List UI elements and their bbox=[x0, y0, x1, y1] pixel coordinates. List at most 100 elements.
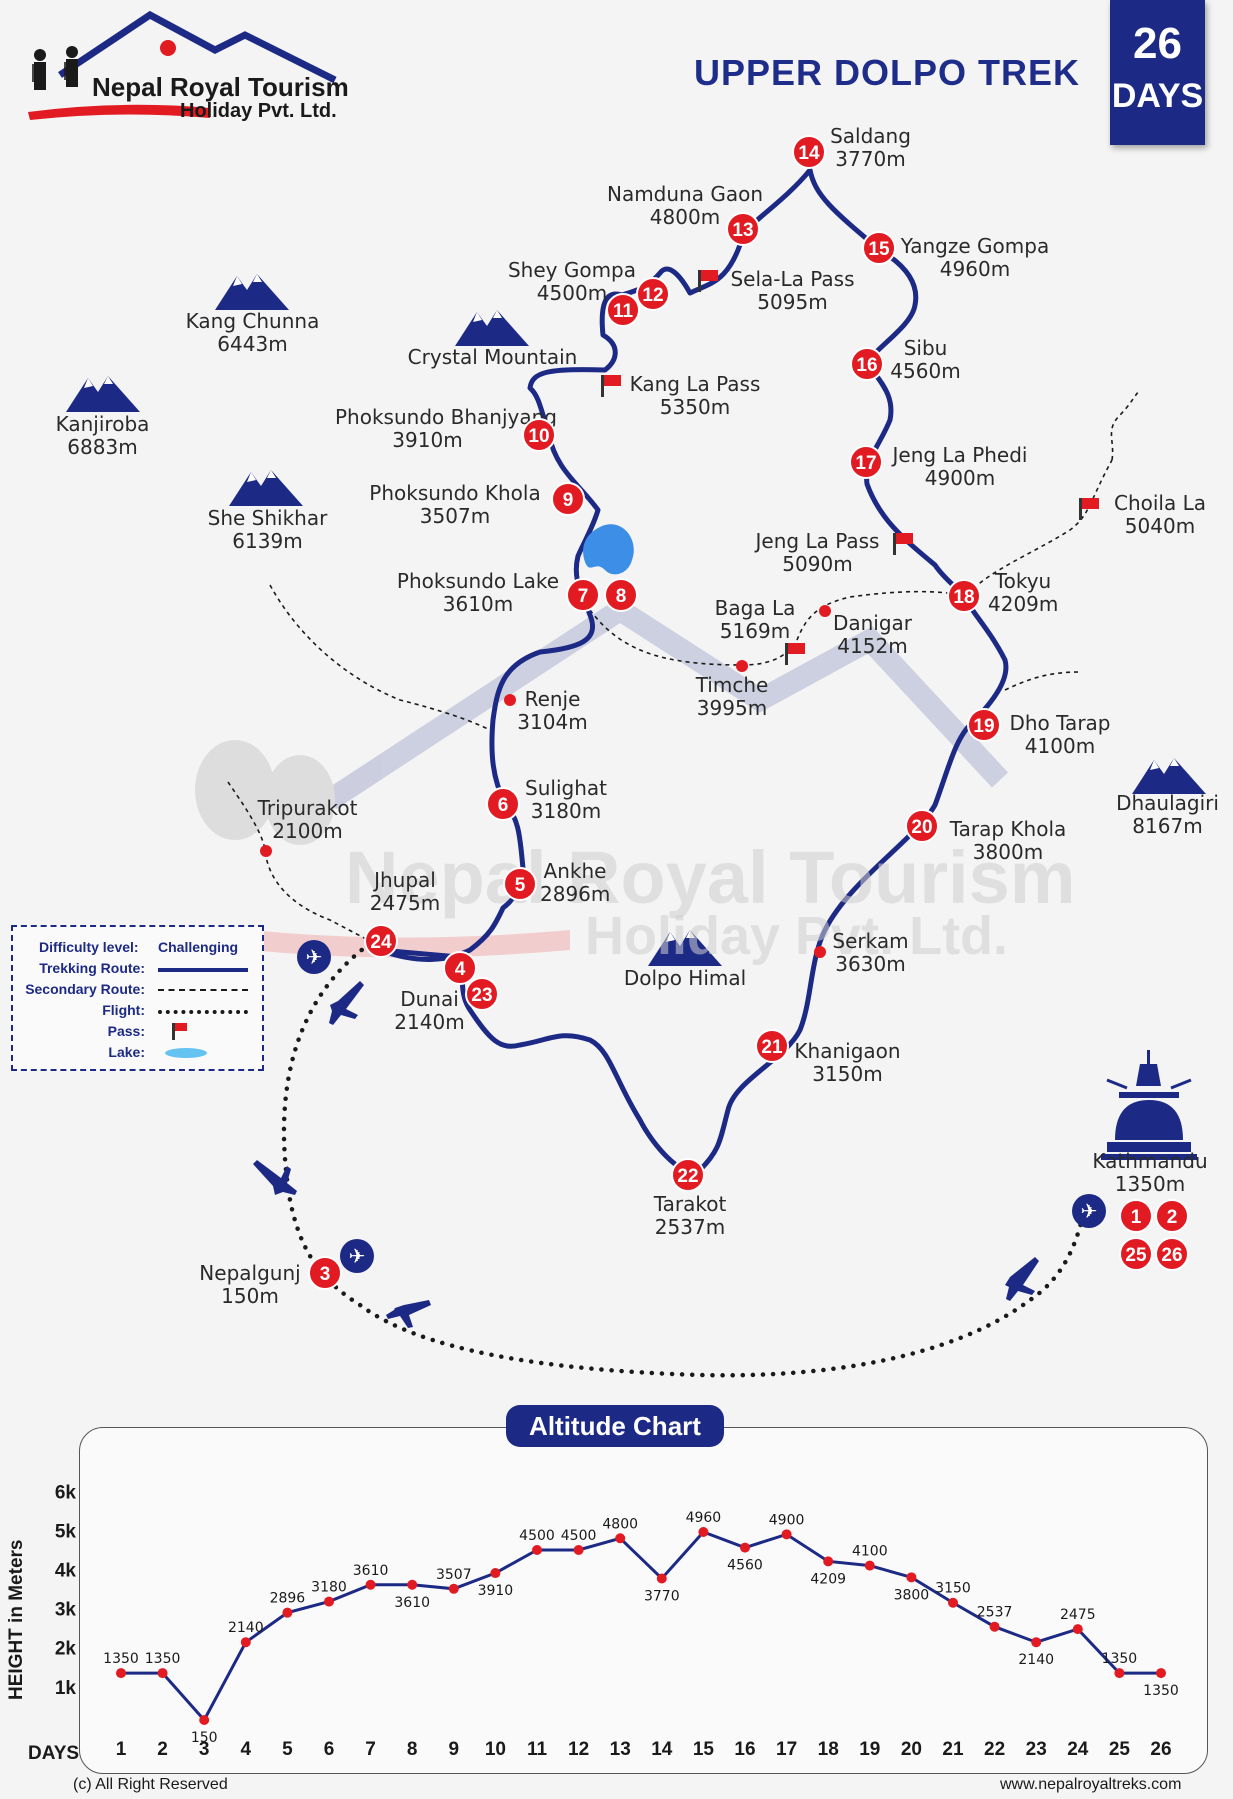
day-marker bbox=[364, 924, 398, 958]
altitude-point bbox=[282, 1607, 293, 1618]
mountain-icon bbox=[66, 376, 140, 412]
day-marker bbox=[606, 293, 640, 327]
altitude-data-label: 3610 bbox=[394, 1595, 430, 1611]
altitude-data-label: 1350 bbox=[1102, 1651, 1138, 1667]
x-tick-label: 1 bbox=[116, 1739, 127, 1760]
brand-name-line1: Nepal Royal Tourism bbox=[92, 72, 349, 102]
altitude-point bbox=[1156, 1668, 1166, 1679]
altitude-data-label: 4500 bbox=[561, 1528, 597, 1544]
day-marker bbox=[1119, 1237, 1153, 1271]
day-marker bbox=[604, 578, 638, 612]
altitude-line bbox=[121, 1530, 1161, 1723]
day-marker bbox=[566, 578, 600, 612]
altitude-point bbox=[407, 1579, 418, 1590]
day-marker bbox=[522, 418, 556, 452]
day-marker bbox=[671, 1158, 705, 1192]
legend-lake-swatch bbox=[165, 1048, 207, 1058]
day-marker bbox=[503, 867, 537, 901]
y-tick-label: 1k bbox=[55, 1678, 77, 1699]
day-marker bbox=[967, 708, 1001, 742]
legend-difficulty-label: Difficulty level: bbox=[39, 939, 139, 955]
day-marker-number: 21 bbox=[761, 1037, 783, 1058]
day-marker bbox=[1119, 1199, 1153, 1233]
altitude-data-label: 2140 bbox=[1018, 1652, 1054, 1668]
waypoint-dots bbox=[260, 605, 831, 958]
altitude-data-label: 1350 bbox=[103, 1651, 139, 1667]
mountain-icon bbox=[455, 310, 529, 346]
x-tick-label: 8 bbox=[407, 1739, 418, 1760]
day-marker-number: 20 bbox=[911, 817, 932, 838]
day-marker bbox=[636, 277, 670, 311]
altitude-point bbox=[573, 1544, 584, 1555]
altitude-point bbox=[116, 1668, 126, 1679]
x-tick-label: 22 bbox=[984, 1739, 1005, 1760]
x-tick-label: 18 bbox=[818, 1739, 839, 1760]
airport-icon bbox=[1072, 1194, 1106, 1228]
altitude-point bbox=[490, 1568, 501, 1579]
chart-xlabel: DAYS bbox=[28, 1743, 80, 1764]
day-marker bbox=[947, 579, 981, 613]
plane-icon bbox=[1005, 1257, 1039, 1301]
legend-pass-flag-icon bbox=[172, 1023, 175, 1040]
altitude-point bbox=[615, 1533, 626, 1544]
secondary-route-she-shikhar bbox=[269, 584, 491, 731]
footer-website[interactable]: www.nepalroyaltreks.com bbox=[1000, 1776, 1182, 1793]
svg-text:✈: ✈ bbox=[349, 1244, 366, 1268]
legend-trekking: Trekking Route: bbox=[39, 960, 145, 976]
altitude-data-label: 4500 bbox=[519, 1528, 555, 1544]
altitude-point bbox=[781, 1529, 792, 1540]
day-marker bbox=[443, 951, 477, 985]
plane-icon bbox=[386, 1300, 431, 1328]
x-tick-label: 21 bbox=[942, 1739, 964, 1760]
svg-text:✈: ✈ bbox=[306, 945, 323, 969]
altitude-data-label: 3910 bbox=[478, 1583, 514, 1599]
altitude-data-label: 2896 bbox=[270, 1591, 306, 1607]
altitude-data-label: 3800 bbox=[894, 1587, 930, 1603]
day-marker-number: 12 bbox=[642, 285, 663, 306]
day-marker-number: 25 bbox=[1125, 1245, 1147, 1266]
altitude-data-label: 2475 bbox=[1060, 1607, 1096, 1623]
altitude-point bbox=[740, 1542, 750, 1553]
day-marker-number: 3 bbox=[320, 1264, 331, 1285]
day-marker bbox=[1155, 1237, 1189, 1271]
day-marker-number: 19 bbox=[973, 716, 994, 737]
day-marker-number: 9 bbox=[563, 490, 574, 511]
altitude-point bbox=[448, 1583, 459, 1594]
altitude-point bbox=[1114, 1668, 1125, 1679]
day-marker-number: 17 bbox=[855, 453, 876, 474]
day-marker bbox=[755, 1029, 789, 1063]
day-marker-number: 14 bbox=[798, 143, 820, 164]
day-marker-number: 10 bbox=[528, 426, 549, 447]
plane-icon bbox=[329, 981, 364, 1025]
day-marker-number: 26 bbox=[1161, 1245, 1182, 1266]
x-tick-label: 20 bbox=[901, 1739, 922, 1760]
altitude-data-label: 1350 bbox=[145, 1651, 181, 1667]
altitude-point bbox=[864, 1560, 875, 1571]
x-tick-label: 4 bbox=[241, 1739, 252, 1760]
phoksundo-lake-shape bbox=[583, 524, 634, 575]
day-marker bbox=[726, 212, 760, 246]
plane-icons bbox=[253, 981, 1039, 1328]
legend-flight-swatch bbox=[158, 1010, 248, 1014]
day-marker-number: 23 bbox=[471, 985, 492, 1006]
day-marker bbox=[862, 231, 896, 265]
days-label: DAYS bbox=[1111, 77, 1204, 115]
altitude-data-label: 4209 bbox=[810, 1571, 846, 1587]
